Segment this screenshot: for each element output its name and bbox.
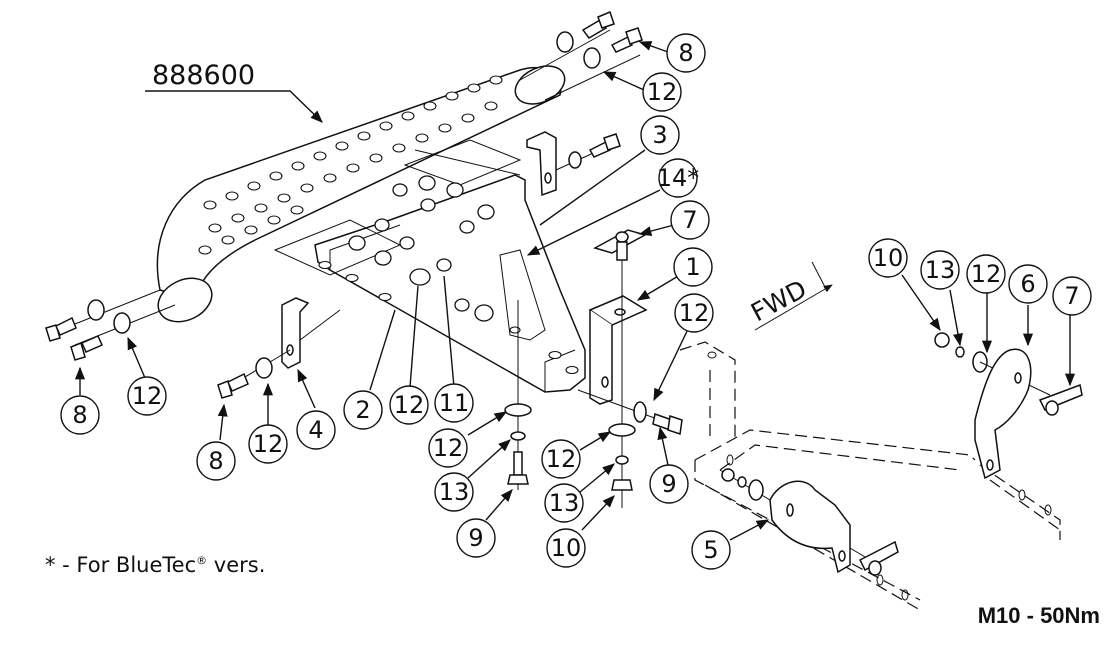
callout-8-top: 8 [666,33,706,73]
callout-12-mid-right: 12 [674,293,714,333]
callout-9-right: 9 [649,464,689,504]
top-fasteners [519,10,643,101]
callout-label: 12 [433,434,464,462]
callout-label: 8 [72,401,87,429]
callout-7-mid: 7 [670,200,710,240]
callout-label: 9 [468,524,483,552]
callout-12-right: 12 [966,254,1006,294]
callout-label: 13 [549,489,580,517]
callout-leaders [74,41,1076,541]
fastener-cluster [348,175,495,322]
callout-1: 1 [673,247,713,287]
part-number-text: 888600 [152,60,255,91]
callout-10-stack-b: 10 [546,528,586,568]
bracket-5 [719,468,899,576]
footnote-suffix: vers. [207,553,266,577]
callout-6: 6 [1008,264,1048,304]
callout-label: 8 [678,39,693,67]
callout-label: 9 [661,470,676,498]
callout-label: 12 [253,430,284,458]
callout-5: 5 [691,530,731,570]
callout-label: 1 [685,253,700,281]
callout-label: 12 [546,445,577,473]
callout-label: 5 [703,536,718,564]
callout-label: 7 [682,206,697,234]
callout-label: 12 [394,391,425,419]
bracket-4 [217,297,341,399]
footnote-text: * - For BlueTec [45,553,197,577]
callout-14: 14* [657,158,700,198]
callout-13-stack-a: 13 [434,472,474,512]
callout-label: 4 [308,416,323,444]
callout-label: 12 [971,260,1002,288]
callout-9-stack-a: 9 [456,518,496,558]
registered-mark: ® [196,554,208,567]
callout-label: 13 [439,478,470,506]
callout-2: 2 [343,390,383,430]
callout-label: 7 [1064,282,1079,310]
callout-8-bottom: 8 [196,441,236,481]
left-fasteners [45,289,176,361]
forward-direction-indicator: FWD [746,261,833,331]
callout-12-stack-b: 12 [541,439,581,479]
callout-label: 11 [439,389,470,417]
bracket-6 [934,332,1083,480]
callout-11: 11 [434,383,474,423]
callout-12-top: 12 [642,72,682,112]
bracket-1 [577,229,683,508]
part-number-label: 888600 [145,60,323,123]
upper-bracket [526,131,621,197]
callout-label: 12 [679,299,710,327]
bottom-hardware [504,300,636,491]
callout-13-right: 13 [920,250,960,290]
callout-13-stack-b: 13 [544,483,584,523]
callout-4: 4 [296,410,336,450]
forward-label: FWD [746,274,811,327]
callout-label: 12 [132,382,163,410]
callout-12-stack-a: 12 [428,428,468,468]
callout-label: 13 [925,256,956,284]
callout-label: 6 [1020,270,1035,298]
callout-12-center: 12 [389,385,429,425]
bluetec-footnote: * - For BlueTec® vers. [45,553,265,577]
callout-label: 10 [551,534,582,562]
callout-7-right: 7 [1052,276,1092,316]
callout-label: 2 [355,396,370,424]
callout-3: 3 [640,115,680,155]
callout-8-left: 8 [60,395,100,435]
callout-12-bottom: 12 [248,424,288,464]
callout-label: 12 [647,78,678,106]
callout-label: 3 [652,121,667,149]
callout-label: 8 [208,447,223,475]
callout-10-right: 10 [868,238,908,278]
callout-label: 10 [873,244,904,272]
callout-12-left: 12 [127,376,167,416]
callout-label: 14* [657,164,700,192]
torque-spec: M10 - 50Nm [977,603,1100,628]
